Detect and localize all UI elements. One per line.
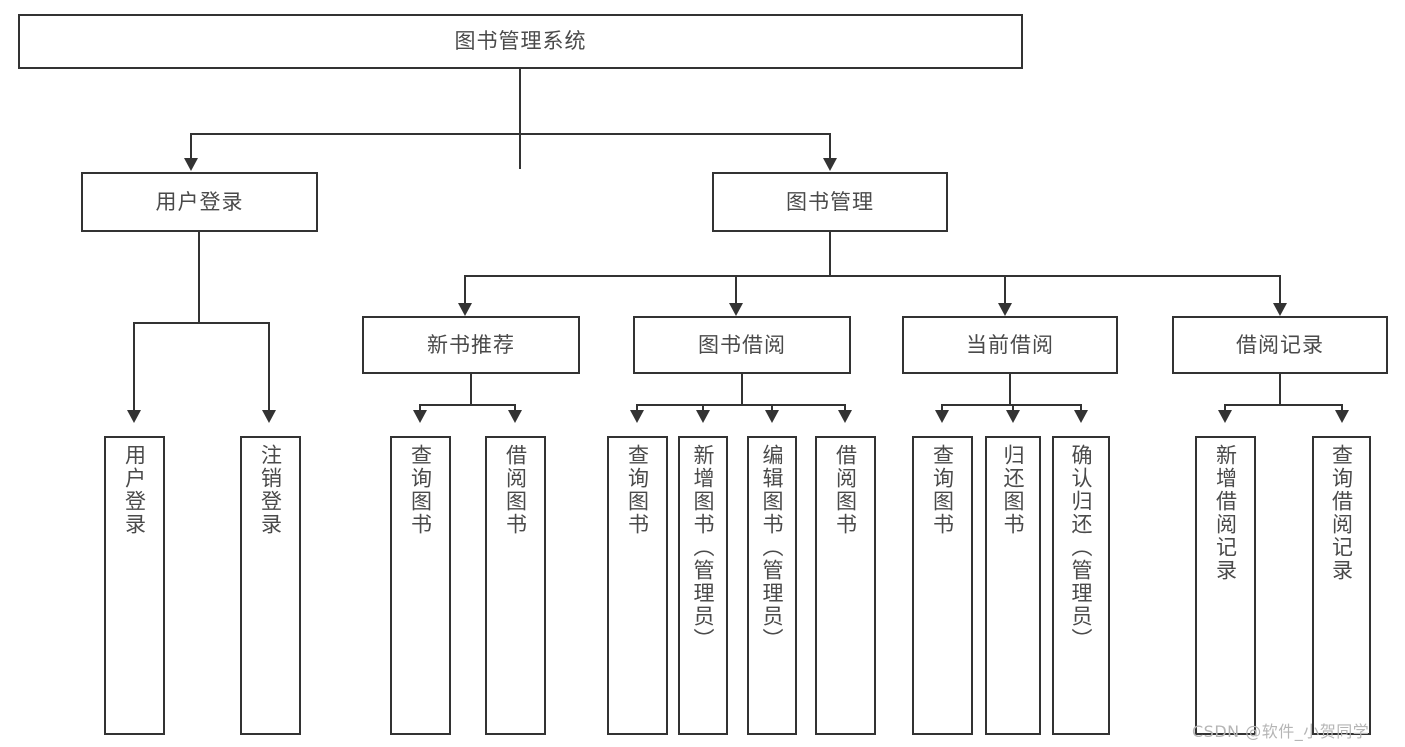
node-label: 用户登录: [122, 444, 147, 536]
connector-root-bus: [190, 133, 830, 135]
node-leaf-add-book[interactable]: 新增图书（管理员）: [678, 436, 728, 735]
node-leaf-confirm-return[interactable]: 确认归还（管理员）: [1052, 436, 1110, 735]
arrowhead-to-new-book-rec: [458, 303, 472, 316]
connector-borrow-record-drop-1: [1224, 404, 1226, 414]
node-label: 新增借阅记录: [1213, 444, 1238, 582]
node-label: 新书推荐: [427, 332, 515, 357]
connector-user-login-stem: [198, 232, 200, 324]
node-label: 图书管理系统: [454, 29, 587, 54]
connector-book-borrow-bus: [636, 404, 845, 406]
node-label: 查询借阅记录: [1329, 444, 1354, 582]
csdn-watermark: CSDN @软件_小贺同学: [1192, 722, 1370, 741]
node-leaf-user-login[interactable]: 用户登录: [104, 436, 165, 735]
arrowhead-root-to-user-login: [184, 158, 198, 171]
connector-book-borrow-drop-1: [636, 404, 638, 414]
connector-root-drop-1: [190, 133, 192, 163]
connector-book-borrow-drop-2: [702, 404, 704, 414]
connector-borrow-record-stem: [1279, 374, 1281, 406]
node-leaf-borrow-book-2[interactable]: 借阅图书: [815, 436, 876, 735]
arrowhead-user-login-leaf-2: [262, 410, 276, 423]
connector-book-borrow-drop-3: [771, 404, 773, 414]
connector-book-manage-drop-1: [464, 275, 466, 307]
arrowhead-to-borrow-record: [1273, 303, 1287, 316]
connector-book-manage-stem: [829, 232, 831, 277]
node-leaf-query-book-2[interactable]: 查询图书: [607, 436, 668, 735]
arrowhead-new-book-rec-leaf-2: [508, 410, 522, 423]
node-label: 查询图书: [930, 444, 955, 536]
node-leaf-edit-book[interactable]: 编辑图书（管理员）: [747, 436, 797, 735]
connector-current-borrow-bus: [941, 404, 1081, 406]
connector-user-login-drop-2: [268, 322, 270, 412]
node-leaf-logout-login[interactable]: 注销登录: [240, 436, 301, 735]
connector-current-borrow-stem: [1009, 374, 1011, 406]
node-borrow-record[interactable]: 借阅记录: [1172, 316, 1388, 374]
node-book-manage[interactable]: 图书管理: [712, 172, 948, 232]
connector-current-borrow-drop-3: [1080, 404, 1082, 414]
arrowhead-borrow-record-leaf-1: [1218, 410, 1232, 423]
arrowhead-new-book-rec-leaf-1: [413, 410, 427, 423]
connector-new-book-rec-bus: [419, 404, 515, 406]
node-label: 图书借阅: [698, 332, 786, 357]
arrowhead-user-login-leaf-1: [127, 410, 141, 423]
connector-book-manage-drop-4: [1279, 275, 1281, 307]
connector-borrow-record-drop-2: [1341, 404, 1343, 414]
arrowhead-book-borrow-leaf-3: [765, 410, 779, 423]
node-root-system[interactable]: 图书管理系统: [18, 14, 1023, 69]
node-label: 用户登录: [155, 189, 244, 214]
node-label: 当前借阅: [966, 332, 1054, 357]
node-leaf-return-book[interactable]: 归还图书: [985, 436, 1041, 735]
arrowhead-current-borrow-leaf-2: [1006, 410, 1020, 423]
node-label: 归还图书: [1001, 444, 1026, 536]
node-label: 查询图书: [408, 444, 433, 536]
node-leaf-query-book-3[interactable]: 查询图书: [912, 436, 973, 735]
arrowhead-borrow-record-leaf-2: [1335, 410, 1349, 423]
node-new-book-rec[interactable]: 新书推荐: [362, 316, 580, 374]
connector-new-book-rec-stem: [470, 374, 472, 406]
connector-book-borrow-drop-4: [844, 404, 846, 414]
connector-user-login-bus: [133, 322, 270, 324]
node-leaf-add-record[interactable]: 新增借阅记录: [1195, 436, 1256, 735]
arrowhead-book-borrow-leaf-4: [838, 410, 852, 423]
node-label: 确认归还（管理员）: [1069, 444, 1094, 651]
node-label: 借阅记录: [1236, 332, 1324, 357]
node-label: 图书管理: [786, 189, 874, 214]
connector-book-manage-bus: [464, 275, 1281, 277]
connector-root-drop-2: [829, 133, 831, 163]
connector-current-borrow-drop-2: [1012, 404, 1014, 414]
node-current-borrow[interactable]: 当前借阅: [902, 316, 1118, 374]
connector-book-borrow-stem: [741, 374, 743, 406]
node-leaf-query-record[interactable]: 查询借阅记录: [1312, 436, 1371, 735]
node-leaf-query-book-1[interactable]: 查询图书: [390, 436, 451, 735]
node-label: 借阅图书: [503, 444, 528, 536]
node-label: 注销登录: [258, 444, 283, 536]
connector-borrow-record-bus: [1224, 404, 1342, 406]
node-label: 编辑图书（管理员）: [760, 444, 785, 651]
connector-new-book-rec-drop-1: [419, 404, 421, 414]
connector-root-stem: [519, 69, 521, 169]
arrowhead-root-to-book-manage: [823, 158, 837, 171]
node-label: 查询图书: [625, 444, 650, 536]
connector-current-borrow-drop-1: [941, 404, 943, 414]
connector-new-book-rec-drop-2: [514, 404, 516, 414]
arrowhead-book-borrow-leaf-2: [696, 410, 710, 423]
arrowhead-book-borrow-leaf-1: [630, 410, 644, 423]
arrowhead-to-book-borrow: [729, 303, 743, 316]
connector-book-manage-drop-2: [735, 275, 737, 307]
node-book-borrow[interactable]: 图书借阅: [633, 316, 851, 374]
arrowhead-to-current-borrow: [998, 303, 1012, 316]
node-leaf-borrow-book-1[interactable]: 借阅图书: [485, 436, 546, 735]
connector-user-login-drop-1: [133, 322, 135, 412]
arrowhead-current-borrow-leaf-1: [935, 410, 949, 423]
connector-book-manage-drop-3: [1004, 275, 1006, 307]
node-user-login[interactable]: 用户登录: [81, 172, 318, 232]
node-label: 借阅图书: [833, 444, 858, 536]
arrowhead-current-borrow-leaf-3: [1074, 410, 1088, 423]
node-label: 新增图书（管理员）: [691, 444, 716, 651]
